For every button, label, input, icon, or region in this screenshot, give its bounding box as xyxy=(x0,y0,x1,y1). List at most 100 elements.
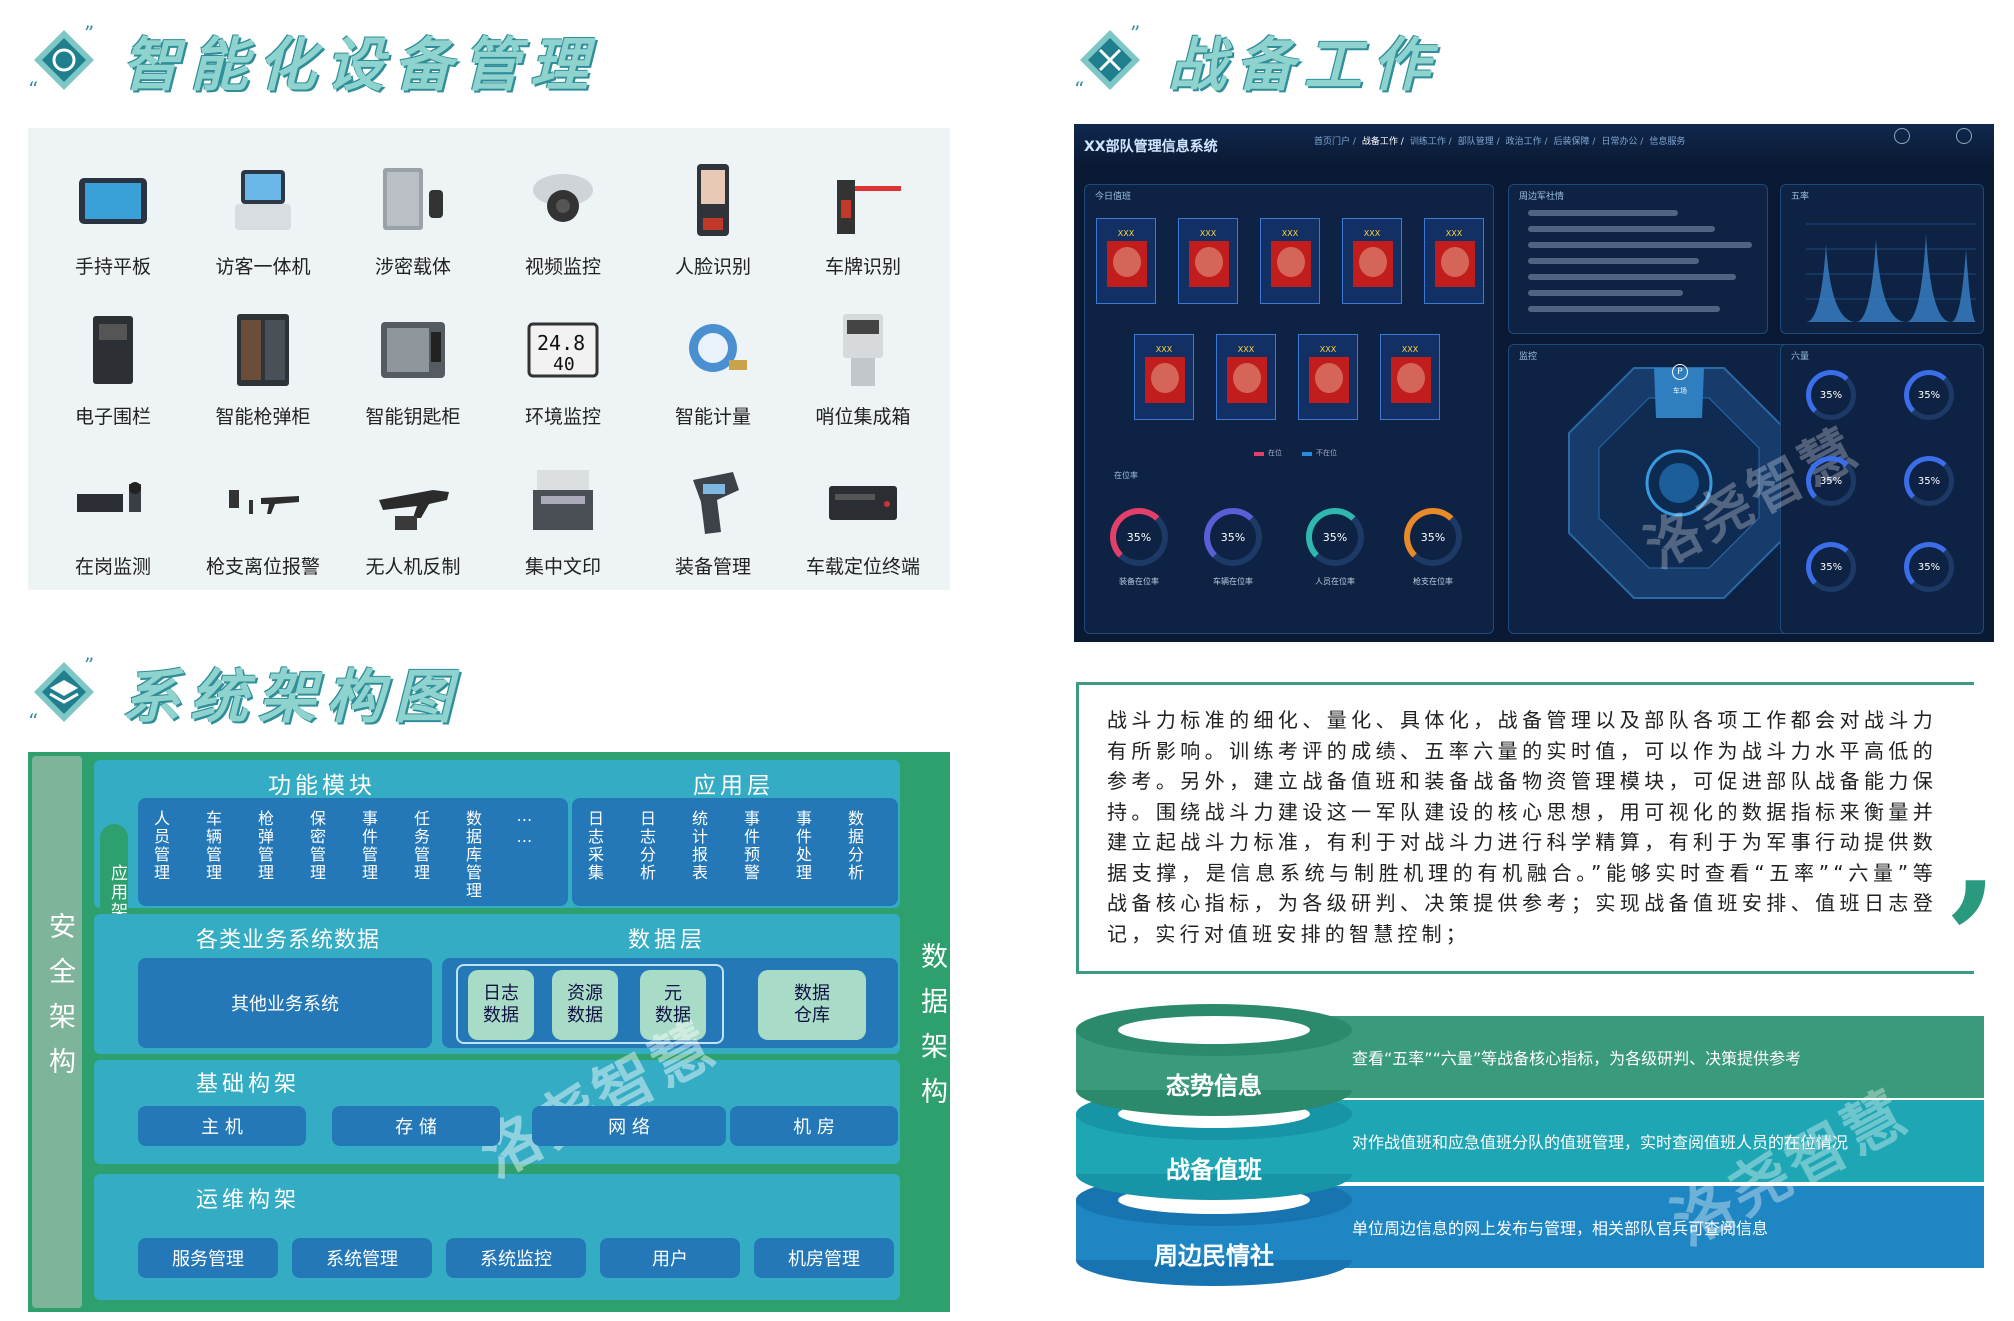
legend-on-swatch xyxy=(1254,452,1264,456)
device-18[interactable]: 车载定位终端 xyxy=(788,446,938,586)
dash-nav-item[interactable]: 后装保障 / xyxy=(1553,137,1596,147)
duty-person-card[interactable]: XXX xyxy=(1380,334,1440,420)
ops-title: 运维构架 xyxy=(196,1188,301,1213)
dash-nav-item[interactable]: 信息服务 xyxy=(1649,137,1686,147)
presence-ring-label: 枪支在位率 xyxy=(1413,577,1453,586)
device-8[interactable]: 智能枪弹柜 xyxy=(188,296,338,436)
device-1[interactable]: 手持平板 xyxy=(38,146,188,286)
dash-gear-icon[interactable] xyxy=(1894,128,1910,144)
printer-icon xyxy=(523,460,603,540)
device-label: 涉密载体 xyxy=(374,256,451,278)
six-quantity-ring: 35% xyxy=(1904,456,1954,506)
dash-nav-item[interactable]: 政治工作 / xyxy=(1505,137,1548,147)
duty-person-name: XXX xyxy=(1401,345,1419,354)
infra-item: 主 机 xyxy=(138,1106,306,1146)
duty-person-card[interactable]: XXX xyxy=(1260,218,1320,304)
func-item: 任务管理 xyxy=(411,810,430,882)
info-bar-text: 实行对作战值班和应急值班分队的值班管理，实时查阅值班人员的在位情况 xyxy=(1320,1133,1849,1152)
device-4[interactable]: 视频监控 xyxy=(488,146,638,286)
infra-title: 基础构架 xyxy=(196,1072,301,1097)
section-heading-devices: ” “ 智能化设备管理 xyxy=(28,18,598,102)
handheld-reader-icon xyxy=(673,460,753,540)
presence-ring-label: 人员在位率 xyxy=(1315,577,1355,586)
func-item: 保密管理 xyxy=(307,810,326,882)
monitor-octagon xyxy=(1568,367,1790,599)
device-17[interactable]: 装备管理 xyxy=(638,446,788,586)
duty-person-card[interactable]: XXX xyxy=(1134,334,1194,420)
device-14[interactable]: 枪支离位报警 xyxy=(188,446,338,586)
device-label: 智能钥匙柜 xyxy=(365,406,461,428)
device-label: 访客一体机 xyxy=(215,256,311,278)
dash-nav-item[interactable]: 首页门户 / xyxy=(1314,137,1356,147)
device-12[interactable]: 哨位集成箱 xyxy=(788,296,938,436)
svg-text:24.8: 24.8 xyxy=(537,331,585,355)
app-item: 统计报表 xyxy=(689,810,708,882)
section-heading-arch: ” “ 系统架构图 xyxy=(28,650,462,734)
biz-title: 各类业务系统数据 xyxy=(196,928,381,953)
disk-label-1: 态势信息 xyxy=(1166,1072,1262,1100)
dash-power-icon[interactable] xyxy=(1956,128,1972,144)
svg-text:”: ” xyxy=(84,656,94,677)
duty-person-card[interactable]: XXX xyxy=(1342,218,1402,304)
duty-person-card[interactable]: XXX xyxy=(1424,218,1484,304)
duty-person-face xyxy=(1113,247,1141,277)
duty-person-card[interactable]: XXX xyxy=(1096,218,1156,304)
presence-ring: 35% xyxy=(1110,508,1168,566)
info-bar-2: 实行对作战值班和应急值班分队的值班管理，实时查阅值班人员的在位情况 xyxy=(1294,1100,1984,1182)
presence-ring: 35% xyxy=(1306,508,1364,566)
duty-person-card[interactable]: XXX xyxy=(1216,334,1276,420)
device-label: 集中文印 xyxy=(524,556,601,578)
device-11[interactable]: 智能计量 xyxy=(638,296,788,436)
gun-cabinet-icon xyxy=(223,310,303,390)
device-label: 在岗监测 xyxy=(74,556,151,578)
device-15[interactable]: 无人机反制 xyxy=(338,446,488,586)
device-label: 视频监控 xyxy=(524,256,601,278)
device-13[interactable]: 在岗监测 xyxy=(38,446,188,586)
device-label: 手持平板 xyxy=(74,256,151,278)
device-3[interactable]: 涉密载体 xyxy=(338,146,488,286)
camera-icon xyxy=(523,160,603,240)
presence-title: 在位率 xyxy=(1114,471,1138,480)
dash-nav-item[interactable]: 部队管理 / xyxy=(1457,137,1500,147)
ops-item: 系统管理 xyxy=(292,1238,432,1278)
device-7[interactable]: 电子围栏 xyxy=(38,296,188,436)
presence-ring: 35% xyxy=(1404,508,1462,566)
svg-text:”: ” xyxy=(84,24,94,45)
cabinet-icon xyxy=(373,160,453,240)
dash-header xyxy=(1074,124,1994,164)
device-6[interactable]: 车牌识别 xyxy=(788,146,938,286)
data-group-frame xyxy=(456,964,724,1044)
log-data-chip: 日志 数据 xyxy=(468,970,534,1040)
duty-person-face xyxy=(1315,363,1343,393)
device-2[interactable]: 访客一体机 xyxy=(188,146,338,286)
device-16[interactable]: 集中文印 xyxy=(488,446,638,586)
ops-item: 用户 xyxy=(600,1238,740,1278)
duty-person-card[interactable]: XXX xyxy=(1298,334,1358,420)
news-panel-title: 周边军社情 xyxy=(1519,192,1565,202)
device-5[interactable]: 人脸识别 xyxy=(638,146,788,286)
duty-panel-title: 今日值班 xyxy=(1095,192,1132,202)
duty-person-face xyxy=(1195,247,1223,277)
dash-system-title: XX部队管理信息系统 xyxy=(1084,139,1218,155)
news-blurred-line xyxy=(1528,242,1752,248)
duty-person-face xyxy=(1397,363,1425,393)
dash-nav-item[interactable]: 训练工作 / xyxy=(1409,137,1452,147)
device-9[interactable]: 智能钥匙柜 xyxy=(338,296,488,436)
dash-nav-item[interactable]: 日常办公 / xyxy=(1601,137,1644,147)
app-item: 事件处理 xyxy=(793,810,812,882)
duty-person-card[interactable]: XXX xyxy=(1178,218,1238,304)
infra-item: 存 储 xyxy=(332,1106,500,1146)
duty-person-face xyxy=(1151,363,1179,393)
monitor-center-label: 车场 xyxy=(1673,387,1687,395)
data-title: 数据层 xyxy=(628,928,707,953)
resource-data-chip: 资源 数据 xyxy=(552,970,618,1040)
face-terminal-icon xyxy=(673,160,753,240)
diamond-chip-icon: ” “ xyxy=(28,21,100,101)
disk-label-3: 周边民情社 xyxy=(1154,1242,1274,1270)
dash-nav-item[interactable]: 战备工作 / xyxy=(1361,137,1404,147)
security-label: 安全架构 xyxy=(44,912,75,1092)
section-title-duty: 战备工作 xyxy=(1168,31,1441,99)
dashboard-screenshot: XX部队管理信息系统 首页门户 / 战备工作 / 训练工作 / 部队管理 / 政治工作 … xyxy=(1074,124,1994,642)
news-blurred-line xyxy=(1528,274,1736,280)
